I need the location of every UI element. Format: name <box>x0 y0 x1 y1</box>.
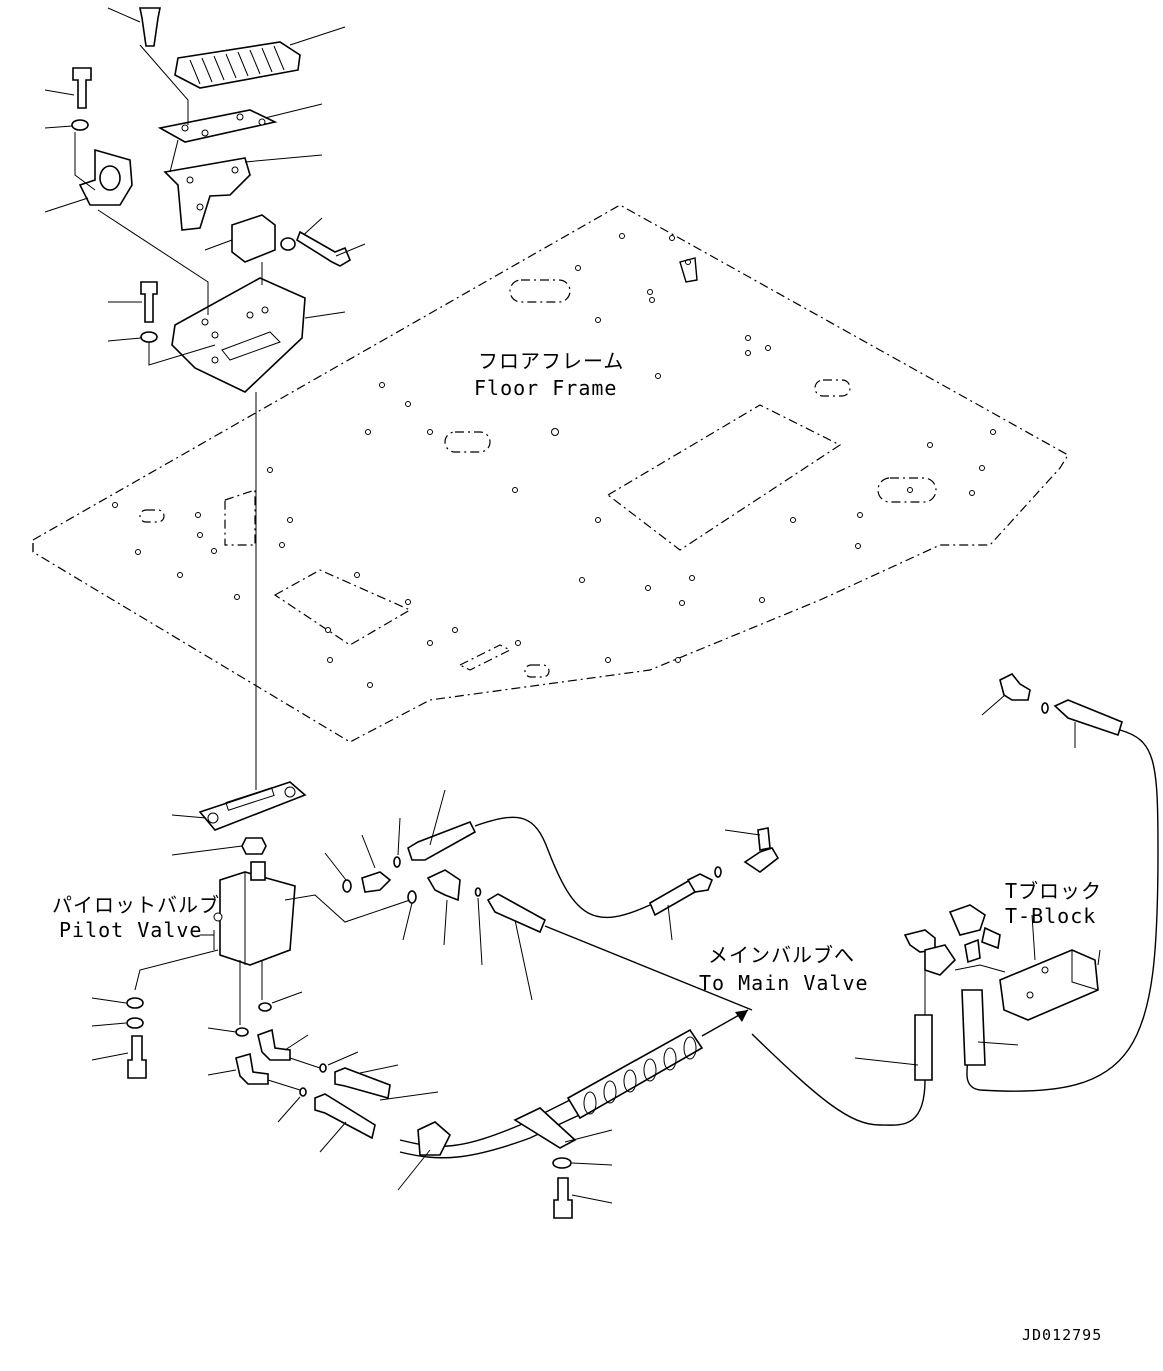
main-valve-hose <box>397 1009 749 1219</box>
floor-frame-label-jp: フロアフレーム <box>478 349 624 373</box>
main-valve-label-en: To Main Valve <box>699 971 869 995</box>
main-valve-label-jp: メインバルブへ <box>708 943 855 967</box>
upper-hose-assembly <box>324 789 780 1011</box>
t-block-assembly <box>751 672 1159 1126</box>
t-block-label-jp: Tブロック <box>1005 879 1102 903</box>
t-block-label-en: T-Block <box>1005 904 1096 928</box>
floor-frame-plate <box>32 204 1069 743</box>
pedal-assembly <box>44 7 366 393</box>
pilot-valve-label-jp: パイロットバルブ <box>52 893 220 917</box>
floor-frame-label-en: Floor Frame <box>474 376 617 400</box>
pilot-valve-assembly <box>91 781 439 1153</box>
pilot-valve-label-en: Pilot Valve <box>59 918 202 942</box>
drawing-id: JD012795 <box>1022 1326 1102 1344</box>
